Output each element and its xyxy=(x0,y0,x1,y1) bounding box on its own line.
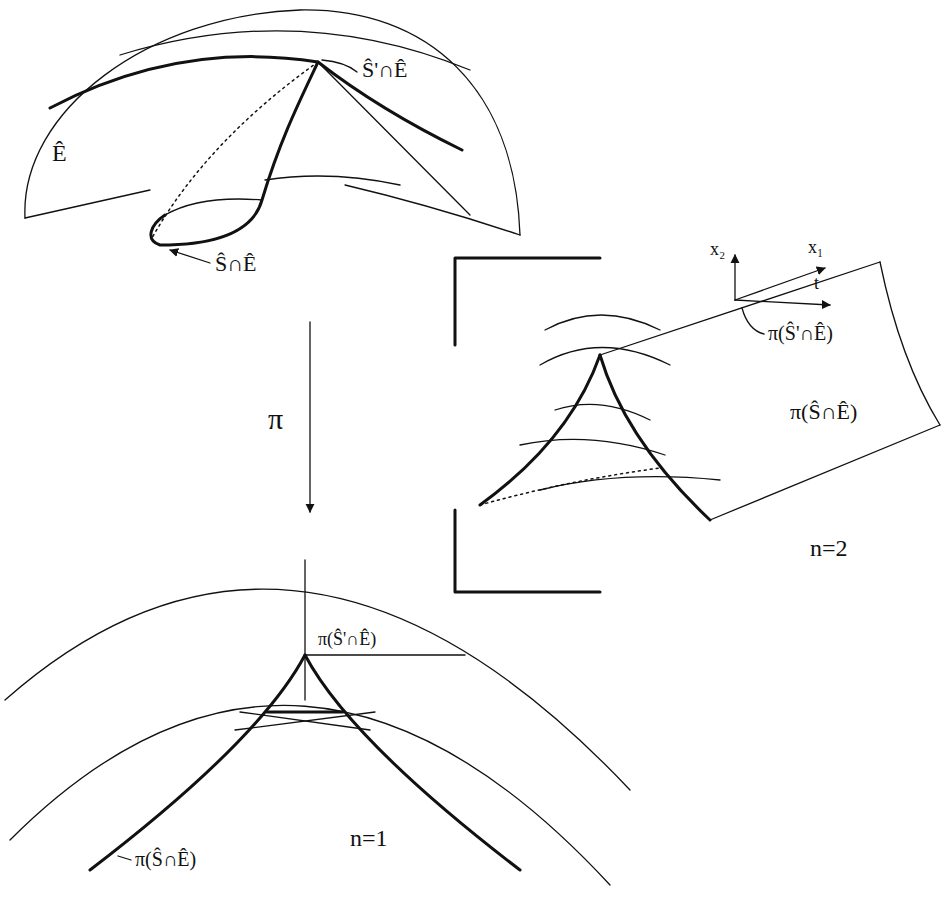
fold-curve xyxy=(151,62,318,245)
math-label: Ê xyxy=(52,140,67,166)
math-label: π(Ŝ∩Ê) xyxy=(790,400,857,424)
surface-curve xyxy=(540,348,670,366)
leader-line xyxy=(118,856,131,860)
surface-curve xyxy=(545,315,660,330)
crossing-line xyxy=(235,712,375,730)
surface-curve xyxy=(540,477,720,490)
math-label: Ŝ∩Ê xyxy=(215,252,257,276)
math-label: π(Ŝ'∩Ê) xyxy=(768,322,833,344)
axis-arrow xyxy=(734,255,735,300)
tangent-line xyxy=(305,654,465,655)
surface-curve xyxy=(520,439,665,455)
cusp-branch xyxy=(90,655,305,870)
surface-curve xyxy=(318,62,470,215)
math-label: n=2 xyxy=(810,535,848,561)
math-label: n=1 xyxy=(350,825,388,851)
projection-arrow xyxy=(309,322,310,512)
math-label: x₂ xyxy=(710,240,725,260)
surface-edge xyxy=(710,425,940,520)
level-curve xyxy=(5,589,630,790)
ridge-line xyxy=(600,262,880,355)
surface-edge xyxy=(880,262,940,425)
surface-edge xyxy=(345,185,520,235)
cusp-branch xyxy=(480,355,600,505)
math-label: Ŝ'∩Ê xyxy=(362,58,408,82)
surface-curve xyxy=(265,176,400,185)
crest-curve xyxy=(50,57,462,150)
hidden-curve xyxy=(480,468,660,505)
cusp-branch xyxy=(600,355,710,520)
math-label: x₁ xyxy=(808,238,823,258)
leader-line xyxy=(170,250,210,263)
level-curve xyxy=(10,705,610,885)
bracket xyxy=(455,258,600,345)
leader-line xyxy=(742,308,764,334)
cusp-branch xyxy=(305,655,520,870)
axis-arrow xyxy=(735,268,825,300)
hidden-curve xyxy=(152,62,318,238)
fold-curve xyxy=(165,199,262,215)
math-label: π xyxy=(268,402,283,435)
math-label: π(Ŝ∩Ê) xyxy=(135,848,196,870)
axis-line xyxy=(304,560,305,700)
leader-line xyxy=(322,60,357,72)
surface-edge xyxy=(25,190,150,218)
axis-arrow xyxy=(735,300,830,305)
math-label: t xyxy=(814,274,819,294)
math-label: π(Ŝ'∩Ê) xyxy=(318,630,376,650)
surface-outline xyxy=(25,10,520,235)
segment xyxy=(267,711,343,714)
surface-curve xyxy=(555,404,650,420)
bracket xyxy=(455,510,600,592)
